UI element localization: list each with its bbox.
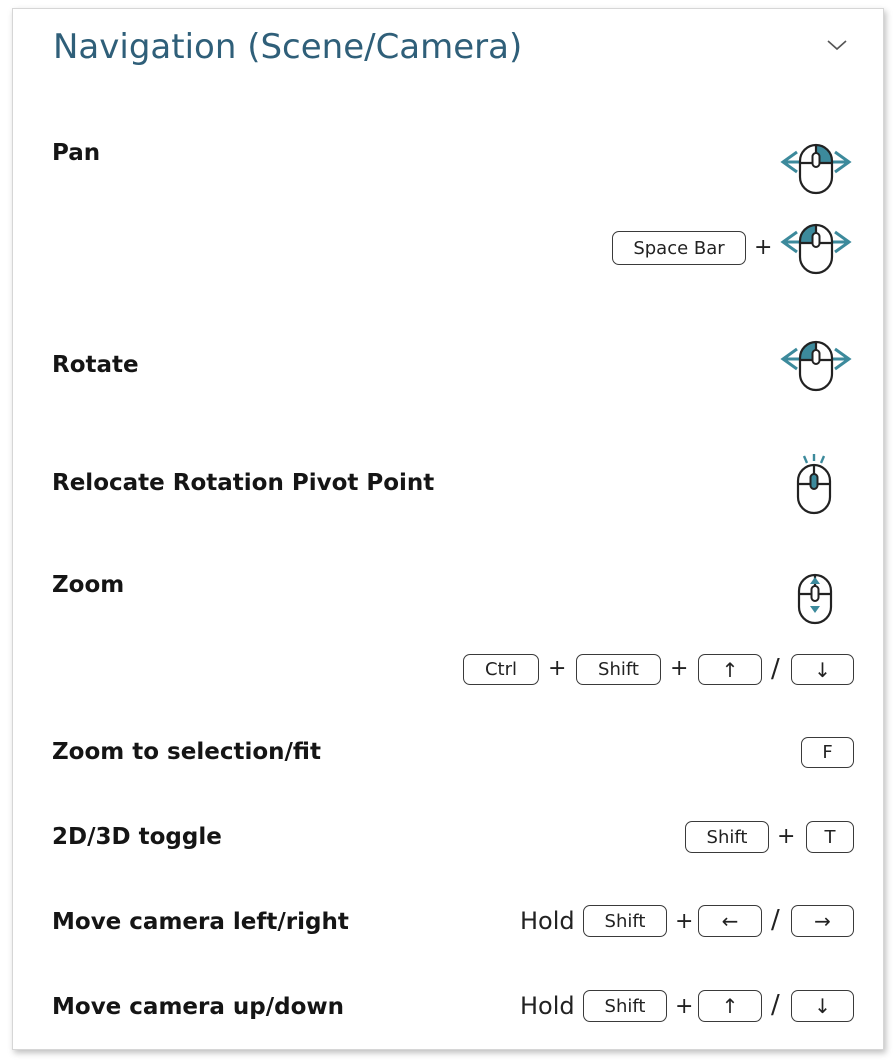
plus-sign: +	[548, 656, 567, 681]
hold-text: Hold	[520, 992, 575, 1020]
panel-title: Navigation (Scene/Camera)	[53, 27, 523, 67]
key-arrow-left: ←	[698, 905, 762, 937]
plus-sign: +	[675, 909, 694, 934]
key-arrow-up: ↑	[698, 990, 762, 1022]
hold-text: Hold	[520, 907, 575, 935]
key-arrow-down: ↓	[791, 990, 854, 1022]
plus-sign: +	[777, 824, 796, 849]
plus-sign: +	[675, 994, 694, 1019]
move-up-down-label: Move camera up/down	[52, 994, 345, 1020]
key-arrow-right: →	[791, 905, 854, 937]
key-shift: Shift	[583, 905, 667, 937]
toggle-2d-3d-label: 2D/3D toggle	[52, 824, 222, 850]
key-shift: Shift	[583, 990, 667, 1022]
slash-separator: /	[771, 654, 780, 684]
move-left-right-label: Move camera left/right	[52, 909, 349, 935]
key-arrow-up: ↑	[698, 654, 762, 685]
key-t: T	[806, 821, 854, 853]
key-arrow-down: ↓	[791, 654, 854, 685]
key-ctrl: Ctrl	[463, 654, 539, 685]
key-shift: Shift	[576, 654, 661, 685]
chevron-down-icon[interactable]	[825, 37, 849, 53]
mouse-scroll-wheel-icon	[797, 573, 833, 625]
mouse-right-drag-icon	[780, 143, 852, 195]
relocate-pivot-label: Relocate Rotation Pivot Point	[52, 470, 435, 496]
pan-label: Pan	[52, 140, 101, 166]
slash-separator: /	[771, 990, 780, 1020]
zoom-fit-label: Zoom to selection/fit	[52, 739, 321, 765]
navigation-panel: Navigation (Scene/Camera) Pan Space Bar …	[12, 8, 884, 1050]
mouse-middle-drag-icon	[780, 223, 852, 275]
mouse-middle-click-icon	[796, 454, 832, 515]
key-shift: Shift	[685, 821, 769, 853]
key-space-bar: Space Bar	[612, 231, 746, 265]
mouse-left-drag-icon	[780, 340, 852, 392]
key-f: F	[801, 737, 854, 768]
plus-sign: +	[670, 656, 689, 681]
slash-separator: /	[771, 905, 780, 935]
plus-sign: +	[754, 235, 773, 260]
zoom-label: Zoom	[52, 572, 125, 598]
rotate-label: Rotate	[52, 352, 139, 378]
